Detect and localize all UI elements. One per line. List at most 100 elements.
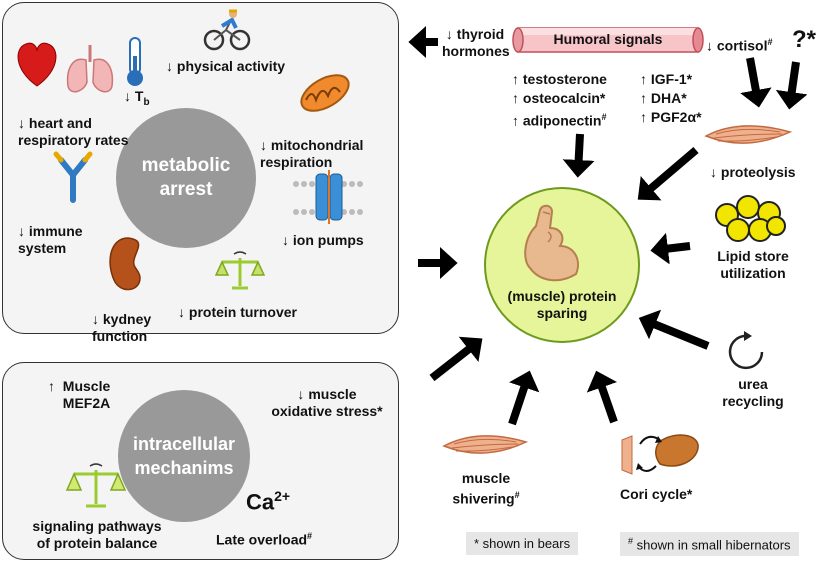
up-arrow-glyph: ↑ <box>512 71 519 87</box>
legend-small-text: shown in small hibernators <box>633 537 791 553</box>
cori-arrow <box>586 370 618 424</box>
tb-text: T <box>134 88 144 104</box>
cortisol-text: cortisol <box>716 37 768 54</box>
up-arrow-glyph: ↑ <box>640 71 647 87</box>
adiponectin-text: adiponectin <box>522 112 602 129</box>
legend-small-hibernators: # shown in small hibernators <box>620 532 799 557</box>
igf1-item: ↑ IGF-1* <box>640 70 702 89</box>
osteocalcin-text: osteocalcin* <box>522 90 606 106</box>
cortisol-mark: # <box>767 37 773 47</box>
dha-item: ↑ DHA* <box>640 89 702 108</box>
down-arrow-glyph: ↓ <box>166 58 173 74</box>
up-arrow-glyph: ↑ <box>640 90 647 106</box>
humoral-banner-label: Humoral signals <box>553 31 663 47</box>
protein-turnover-text: protein turnover <box>188 304 298 320</box>
mef2a-label: ↑ Muscle MEF2A <box>48 378 110 412</box>
late-overload-label: Late overload# <box>216 528 312 549</box>
down-arrow-glyph: ↓ <box>18 115 25 131</box>
body-temperature-label: ↓ Tb <box>124 88 150 111</box>
muscle-shivering-label: muscle shivering# <box>436 470 536 508</box>
tb-subscript: b <box>143 96 150 108</box>
urea-recycling-label: urea recycling <box>722 376 784 409</box>
late-overload-mark: # <box>307 531 313 541</box>
signaling-pathways-label: signaling pathways of protein balance <box>32 518 162 551</box>
calcium-text: Ca <box>246 489 275 515</box>
kidney-function-label: ↓ kydney function <box>92 294 151 345</box>
protein-sparing-label: (muscle) protein sparing <box>507 288 617 321</box>
oxidative-line1: muscle <box>308 386 357 402</box>
adiponectin-item: ↑ adiponectin# <box>512 108 607 131</box>
down-arrow-glyph: ↓ <box>282 232 289 248</box>
legend-bears: * shown in bears <box>466 532 579 555</box>
ion-pumps-label: ↓ ion pumps <box>282 232 364 249</box>
thyroid-hormones-label: ↓ thyroid hormones <box>442 26 510 60</box>
late-overload-text: Late overload <box>216 531 308 548</box>
down-arrow-glyph: ↓ <box>445 26 453 42</box>
protein-turnover-label: ↓ protein turnover <box>178 304 297 321</box>
down-arrow-glyph: ↓ <box>178 304 185 320</box>
intracellular-arrow <box>429 336 483 382</box>
humoral-arrow <box>562 133 595 178</box>
unknown-arrow <box>775 61 808 110</box>
oxidative-stress-label: ↓ muscle oxidative stress* <box>262 386 392 420</box>
proteolysis-text: proteolysis <box>720 164 796 180</box>
shivering-mark: # <box>514 490 520 500</box>
mef2a-text: Muscle MEF2A <box>62 378 111 411</box>
physical-activity-label: ↓ physical activity <box>166 58 285 75</box>
testosterone-item: ↑ testosterone <box>512 70 607 89</box>
up-arrow-glyph: ↑ <box>512 112 519 129</box>
proteolysis-label: ↓ proteolysis <box>710 164 796 181</box>
down-arrow-glyph: ↓ <box>710 164 717 180</box>
protein-sparing-circle <box>484 187 640 343</box>
down-arrow-glyph: ↓ <box>124 88 131 104</box>
cori-cycle-label: Cori cycle* <box>620 486 693 502</box>
mito-respiration-label: ↓ mitochondrial respiration <box>260 120 363 171</box>
calcium-label: Ca2+ <box>246 488 290 515</box>
hormones-text: hormones <box>442 43 510 59</box>
down-arrow-glyph: ↓ <box>92 311 99 327</box>
oxidative-line2: oxidative stress* <box>271 403 383 419</box>
immune-system-text: immune system <box>18 223 83 256</box>
cortisol-arrow <box>740 57 772 108</box>
kidney-function-text: kydney function <box>92 311 152 344</box>
pgf2a-item: ↑ PGF2α* <box>640 108 702 127</box>
up-arrow-glyph: ↑ <box>48 378 55 394</box>
lipid-store-label: Lipid store utilization <box>717 248 789 281</box>
down-arrow-glyph: ↓ <box>260 137 267 153</box>
pgf2a-text: PGF2α* <box>650 109 702 125</box>
down-arrow-glyph: ↓ <box>706 37 713 54</box>
osteocalcin-item: ↑ osteocalcin* <box>512 89 607 108</box>
mito-respiration-text: mitochondrial respiration <box>260 137 364 170</box>
heart-rates-label: ↓ heart and respiratory rates <box>18 98 129 149</box>
calcium-superscript: 2+ <box>274 488 291 504</box>
ion-pumps-text: ion pumps <box>292 232 364 248</box>
shivering-arrow <box>508 370 540 426</box>
unknown-factor-label: ?* <box>792 26 816 53</box>
urea-arrow <box>638 309 710 350</box>
up-arrow-glyph: ↑ <box>512 90 519 106</box>
proteolysis-arrow <box>637 146 699 201</box>
intracellular-circle: intracellular mechanims <box>118 390 250 522</box>
metabolic-arrest-circle: metabolic arrest <box>116 108 256 248</box>
down-arrow-glyph: ↓ <box>297 386 305 402</box>
adiponectin-mark: # <box>601 112 607 122</box>
humoral-right-column: ↑ IGF-1* ↑ DHA* ↑ PGF2α* <box>640 70 702 127</box>
down-arrow-glyph: ↓ <box>18 223 25 239</box>
up-arrow-glyph: ↑ <box>640 109 647 125</box>
thyroid-text: thyroid <box>456 26 505 42</box>
